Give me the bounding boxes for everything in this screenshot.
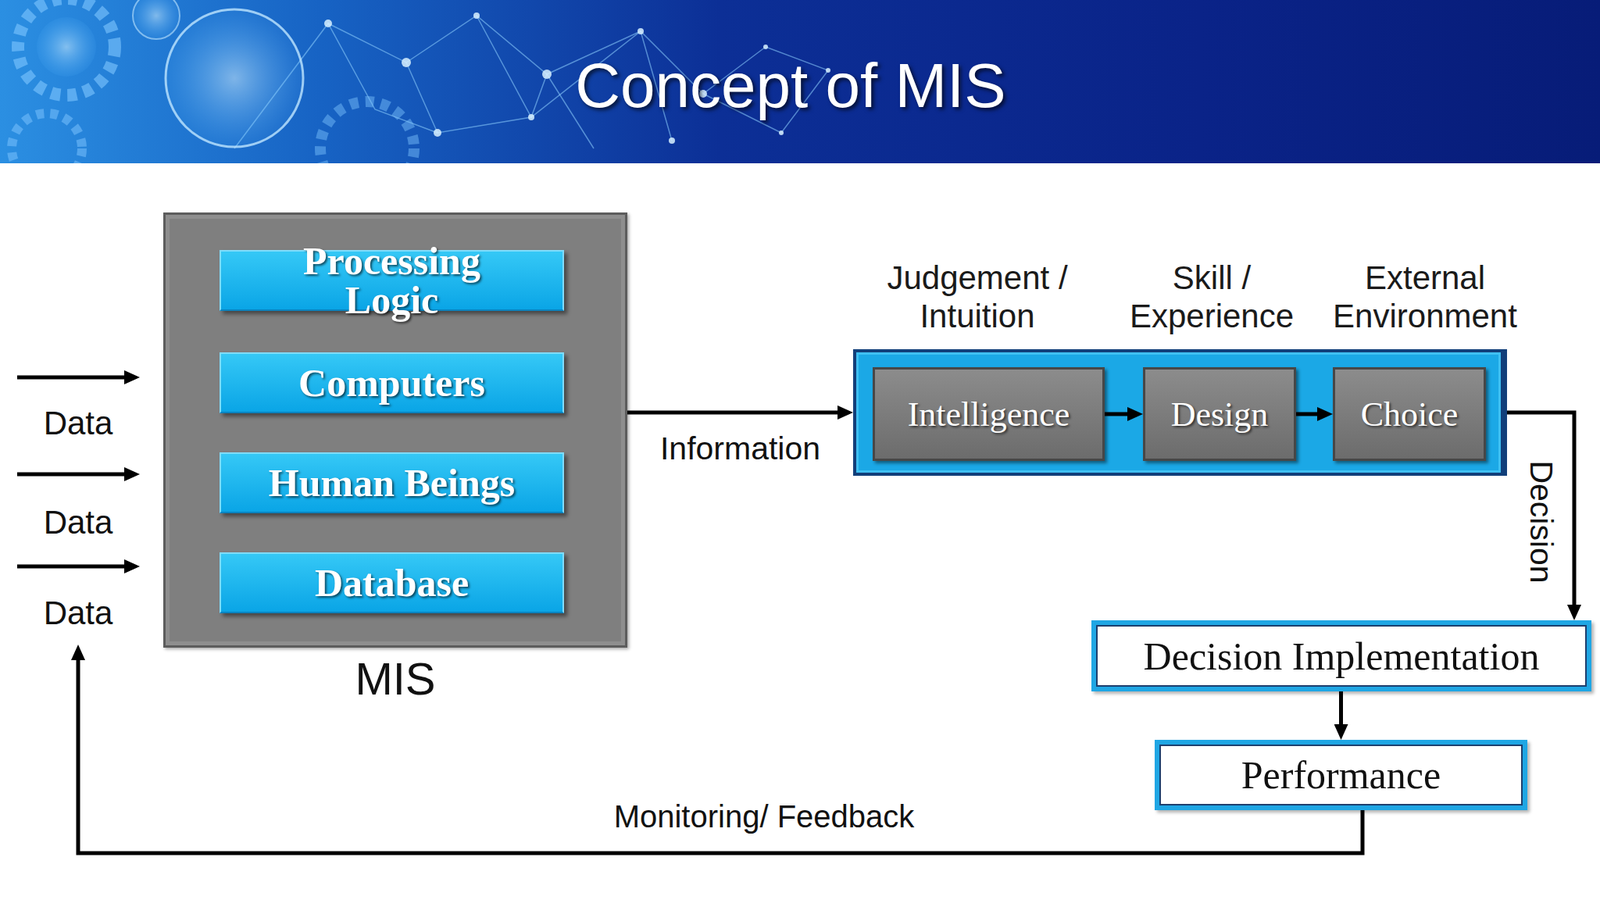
column-header: Judgement / Intuition xyxy=(871,259,1083,336)
network-dot xyxy=(528,114,535,121)
bubble xyxy=(132,0,180,40)
component-box: Computers xyxy=(219,352,565,414)
process-label: Decision Implementation xyxy=(1143,633,1540,679)
bubble xyxy=(165,9,304,147)
phase-box: Intelligence xyxy=(872,367,1105,461)
network-dot xyxy=(433,128,442,137)
input-label: Data xyxy=(43,506,114,540)
phase-label: Design xyxy=(1171,394,1269,435)
phase-arrow xyxy=(1104,412,1134,417)
phase-box: Choice xyxy=(1332,367,1486,461)
process-box: Decision Implementation xyxy=(1091,620,1592,692)
network-dot xyxy=(668,137,675,144)
component-label: Database xyxy=(314,560,469,606)
component-label: Computers xyxy=(298,360,486,406)
gear xyxy=(17,0,115,96)
gear xyxy=(11,113,83,164)
connector-label: Information xyxy=(660,432,821,465)
network-dot xyxy=(763,44,768,50)
feedback-label: Monitoring/ Feedback xyxy=(614,800,915,833)
phase-box: Design xyxy=(1142,367,1297,461)
information-arrow xyxy=(627,410,844,415)
input-label: Data xyxy=(43,407,114,440)
component-box: Database xyxy=(219,552,565,614)
input-label: Data xyxy=(43,596,114,630)
flow-arrow xyxy=(1339,691,1343,731)
gear xyxy=(320,101,415,164)
network-dot xyxy=(542,69,552,79)
phase-arrow xyxy=(1296,412,1324,417)
title-banner: Concept of MIS xyxy=(0,0,1600,164)
slide-title: Concept of MIS xyxy=(0,54,1582,118)
network-dot xyxy=(324,19,333,28)
network-dot xyxy=(401,57,411,68)
connector-label: Decision xyxy=(1525,460,1558,583)
banner-fill xyxy=(0,0,1600,164)
component-label: Human Beings xyxy=(268,460,515,506)
process-label: Performance xyxy=(1241,752,1441,798)
process-box: Performance xyxy=(1154,739,1528,811)
network-dot xyxy=(473,12,480,19)
network-dot xyxy=(778,130,784,136)
system-frame: MISProcessing LogicComputersHuman Beings… xyxy=(163,212,628,648)
data-input-arrow xyxy=(17,564,131,569)
phase-label: Intelligence xyxy=(907,394,1071,435)
gear-hub xyxy=(36,17,97,77)
system-caption: MIS xyxy=(165,656,625,702)
decision-arrow xyxy=(1507,412,1575,611)
network-dot xyxy=(637,28,644,35)
phase-label: Choice xyxy=(1360,394,1459,435)
data-input-arrow xyxy=(17,472,131,477)
component-label: Processing Logic xyxy=(263,241,522,320)
decision-process-band: Judgement / IntuitionSkill / ExperienceE… xyxy=(853,349,1508,476)
component-box: Human Beings xyxy=(219,452,565,514)
network-line xyxy=(406,62,594,149)
component-box: Processing Logic xyxy=(219,250,565,311)
data-input-arrow xyxy=(17,375,131,380)
column-header: External Environment xyxy=(1319,259,1531,336)
column-header: Skill / Experience xyxy=(1106,259,1318,336)
